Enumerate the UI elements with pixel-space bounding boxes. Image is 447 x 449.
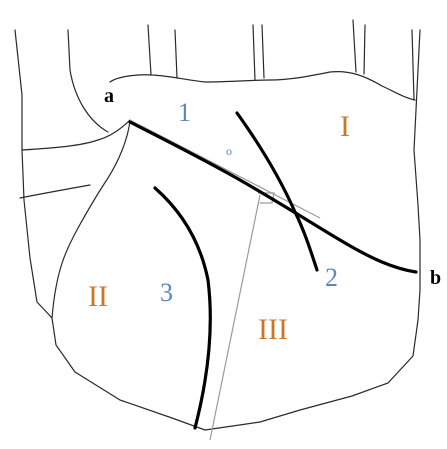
- label-region-II: II: [88, 282, 108, 312]
- major-line-3: [155, 188, 210, 428]
- label-point-o: o: [226, 145, 232, 157]
- middle-finger-left: [175, 30, 177, 78]
- ring-finger-left: [262, 25, 264, 78]
- label-line-2: 2: [325, 265, 338, 291]
- ring-finger-right: [353, 20, 356, 72]
- middle-finger-right: [253, 25, 255, 80]
- label-point-a: a: [104, 86, 114, 106]
- thumb-outline: [22, 120, 130, 318]
- label-line-3: 3: [160, 280, 173, 306]
- thumb-joint-line: [20, 185, 90, 198]
- index-finger-left: [68, 30, 108, 132]
- label-point-b: b: [430, 268, 441, 288]
- label-line-1: 1: [178, 100, 191, 126]
- little-finger-left: [364, 25, 365, 74]
- index-finger-right: [148, 25, 151, 75]
- finger-base-line: [110, 72, 415, 100]
- label-region-III: III: [258, 315, 288, 345]
- construction-lines: [130, 120, 320, 440]
- label-region-I: I: [340, 112, 350, 142]
- palm-outline: [15, 20, 420, 430]
- major-lines: [130, 113, 416, 428]
- little-finger-right: [412, 30, 414, 100]
- perpendicular-line: [210, 195, 260, 440]
